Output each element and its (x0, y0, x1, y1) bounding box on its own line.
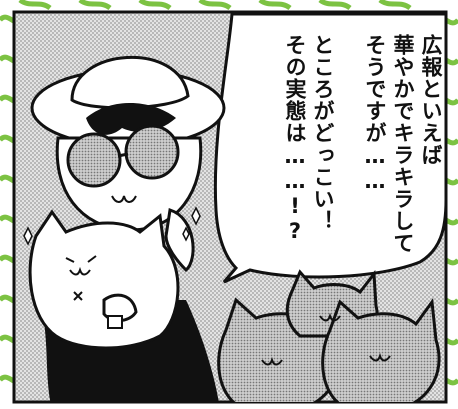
sunglasses-icon (66, 124, 180, 188)
sparkle-icon (191, 206, 201, 226)
speech-line-2: 華やかでキラキラして (391, 34, 415, 254)
speech-line-1: 広報といえば (419, 34, 443, 166)
sparkle-icon (23, 226, 33, 246)
speech-line-3: そうですが…… (363, 34, 387, 194)
cat-mouth (69, 266, 91, 276)
speech-line-5: その実態は……!? (283, 34, 307, 244)
arm (164, 208, 195, 273)
held-cat (28, 209, 180, 350)
mouth (111, 195, 137, 203)
sparkle-icon (182, 226, 190, 242)
speech-line-4: ところがどっこい！ (311, 34, 335, 232)
background-cat (321, 297, 441, 402)
cat-face-marks (65, 255, 97, 301)
background-cats (217, 269, 441, 402)
wristwatch-icon (107, 315, 123, 329)
